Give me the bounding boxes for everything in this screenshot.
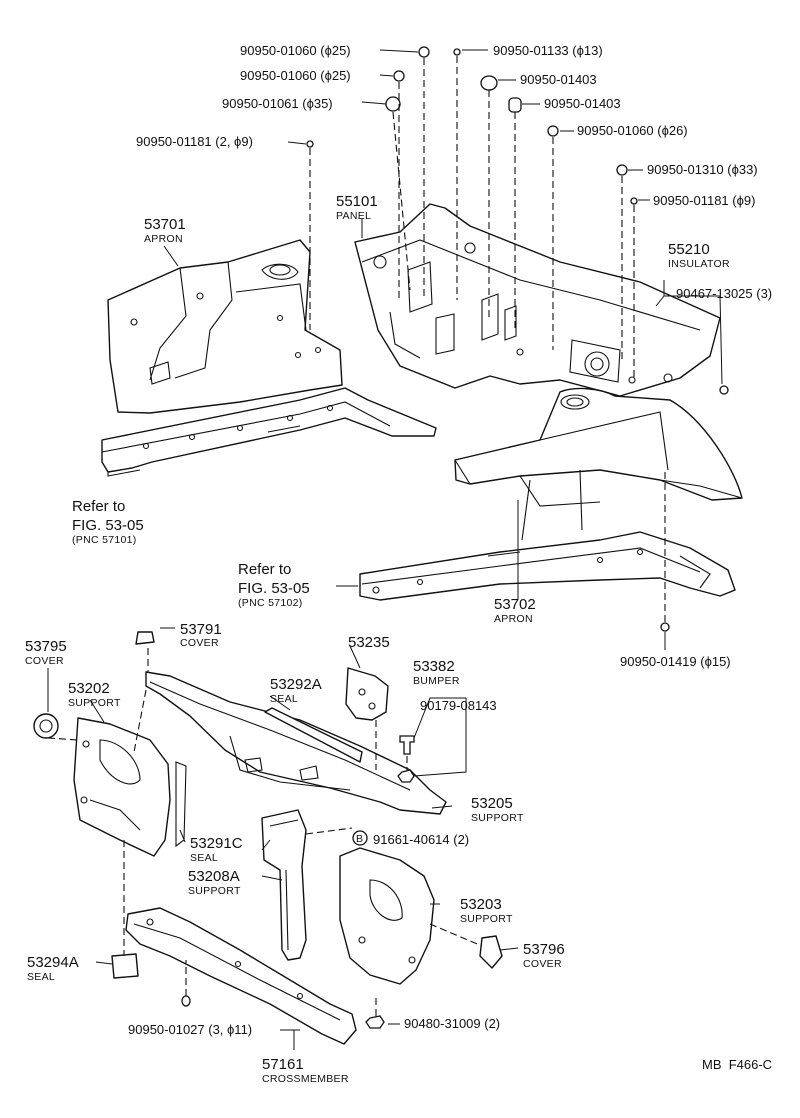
part-number-57161: 57161 bbox=[262, 1056, 304, 1073]
plug-c15-icon bbox=[181, 995, 191, 1007]
part-name-53205: SUPPORT bbox=[471, 812, 524, 824]
part-number-53796: 53796 bbox=[523, 941, 565, 958]
cover-53791-drawing bbox=[135, 631, 155, 645]
part-name-53702: APRON bbox=[494, 613, 533, 625]
part-name-55101: PANEL bbox=[336, 210, 371, 222]
support-53208A-drawing bbox=[261, 809, 307, 961]
clip-c11-icon bbox=[719, 385, 729, 395]
callout-c1: 90950-01060 (ϕ25) bbox=[240, 43, 351, 58]
part-name-55210: INSULATOR bbox=[668, 258, 730, 270]
part-number-53795: 53795 bbox=[25, 638, 67, 655]
cover-53796-drawing bbox=[479, 935, 503, 969]
seal-53294A-drawing bbox=[111, 953, 139, 979]
cover-53795-drawing bbox=[33, 713, 59, 739]
side-member-left-drawing bbox=[101, 387, 437, 477]
callout-c11: 90467-13025 (3) bbox=[676, 286, 772, 301]
reference-1-line1: Refer to bbox=[72, 498, 125, 515]
part-number-55101: 55101 bbox=[336, 193, 378, 210]
reference-1-line3: (PNC 57101) bbox=[72, 534, 137, 546]
part-number-53205: 53205 bbox=[471, 795, 513, 812]
apron-53701-drawing bbox=[107, 239, 343, 414]
support-53202-drawing bbox=[73, 717, 187, 857]
part-number-53235: 53235 bbox=[348, 634, 390, 651]
part-number-53294A: 53294A bbox=[27, 954, 79, 971]
part-name-53292A: SEAL bbox=[270, 693, 298, 705]
part-name-53701: APRON bbox=[144, 233, 183, 245]
callout-c14: 91661-40614 (2) bbox=[373, 832, 469, 847]
reference-2-line3: (PNC 57102) bbox=[238, 597, 303, 609]
reference-2-line2: FIG. 53-05 bbox=[238, 580, 310, 597]
plug-c5-icon bbox=[385, 96, 401, 112]
plug-c7-icon bbox=[547, 125, 559, 137]
support-53203-drawing bbox=[339, 847, 435, 985]
nut-c16-icon bbox=[365, 1015, 385, 1029]
install-lines bbox=[47, 56, 666, 1016]
plug-c10-icon bbox=[630, 197, 638, 205]
seal-53292A-drawing bbox=[264, 707, 363, 763]
callout-c16: 90480-31009 (2) bbox=[404, 1016, 500, 1031]
callout-c5: 90950-01061 (ϕ35) bbox=[222, 96, 333, 111]
reference-1-line2: FIG. 53-05 bbox=[72, 517, 144, 534]
plug-c3-icon bbox=[393, 70, 405, 82]
part-labels: 53701 APRON 55101 PANEL 55210 INSULATOR … bbox=[25, 193, 730, 1085]
callout-c6: 90950-01403 bbox=[544, 96, 621, 111]
plug-c4-icon bbox=[480, 75, 498, 91]
leader-lines bbox=[47, 49, 723, 1050]
upper-support-53205-drawing bbox=[145, 671, 447, 815]
plug-c6-icon bbox=[508, 97, 522, 113]
part-number-53382: 53382 bbox=[413, 658, 455, 675]
callout-c9: 90950-01310 (ϕ33) bbox=[647, 162, 758, 177]
part-number-53291C: 53291C bbox=[190, 835, 243, 852]
callout-c3: 90950-01060 (ϕ25) bbox=[240, 68, 351, 83]
callout-c15: 90950-01027 (3, ϕ11) bbox=[128, 1022, 252, 1037]
plug-c9-icon bbox=[616, 164, 628, 176]
plug-c12-icon bbox=[660, 622, 670, 632]
callout-c4: 90950-01403 bbox=[520, 72, 597, 87]
dash-panel-55101-drawing bbox=[354, 203, 721, 397]
plug-c1-icon bbox=[418, 46, 430, 58]
part-number-53202: 53202 bbox=[68, 680, 110, 697]
part-number-53701: 53701 bbox=[144, 216, 186, 233]
plug-c2-icon bbox=[453, 48, 461, 56]
bolt-c13-icon bbox=[399, 735, 415, 755]
fasteners bbox=[181, 46, 729, 1029]
apron-53702-drawing bbox=[454, 387, 743, 541]
bracket-53235-drawing bbox=[345, 667, 389, 770]
part-name-53208A: SUPPORT bbox=[188, 885, 241, 897]
part-name-57161: CROSSMEMBER bbox=[262, 1073, 349, 1085]
side-member-right-drawing bbox=[359, 531, 736, 601]
callout-c13: 90179-08143 bbox=[420, 698, 497, 713]
crossmember-57161-drawing bbox=[125, 907, 357, 1045]
part-number-53292A: 53292A bbox=[270, 676, 322, 693]
callout-c10: 90950-01181 (ϕ9) bbox=[653, 193, 755, 208]
part-name-53291C: SEAL bbox=[190, 852, 218, 864]
part-name-53294A: SEAL bbox=[27, 971, 55, 983]
callout-c8: 90950-01181 (2, ϕ9) bbox=[136, 134, 253, 149]
bolt-marker-letter: B bbox=[356, 833, 363, 845]
part-name-53796: COVER bbox=[523, 958, 562, 970]
part-name-53203: SUPPORT bbox=[460, 913, 513, 925]
callout-labels: 90950-01060 (ϕ25) 90950-01133 (ϕ13) 9095… bbox=[128, 43, 772, 1037]
callout-c12: 90950-01419 (ϕ15) bbox=[620, 654, 731, 669]
figure-code: MB F466-C bbox=[702, 1057, 772, 1072]
callout-c7: 90950-01060 (ϕ26) bbox=[577, 123, 688, 138]
callout-c2: 90950-01133 (ϕ13) bbox=[493, 43, 603, 58]
part-number-53791: 53791 bbox=[180, 621, 222, 638]
bolt-marker: B bbox=[352, 830, 368, 846]
part-number-55210: 55210 bbox=[668, 241, 710, 258]
part-name-53791: COVER bbox=[180, 637, 219, 649]
nut-c13-icon bbox=[397, 769, 415, 783]
part-number-53208A: 53208A bbox=[188, 868, 240, 885]
part-number-53702: 53702 bbox=[494, 596, 536, 613]
part-number-53203: 53203 bbox=[460, 896, 502, 913]
plug-c8-icon bbox=[306, 140, 314, 148]
part-name-53795: COVER bbox=[25, 655, 64, 667]
figure-references: Refer to FIG. 53-05 (PNC 57101) Refer to… bbox=[72, 498, 310, 609]
part-name-53382: BUMPER bbox=[413, 675, 460, 687]
part-name-53202: SUPPORT bbox=[68, 697, 121, 709]
reference-2-line1: Refer to bbox=[238, 561, 291, 578]
